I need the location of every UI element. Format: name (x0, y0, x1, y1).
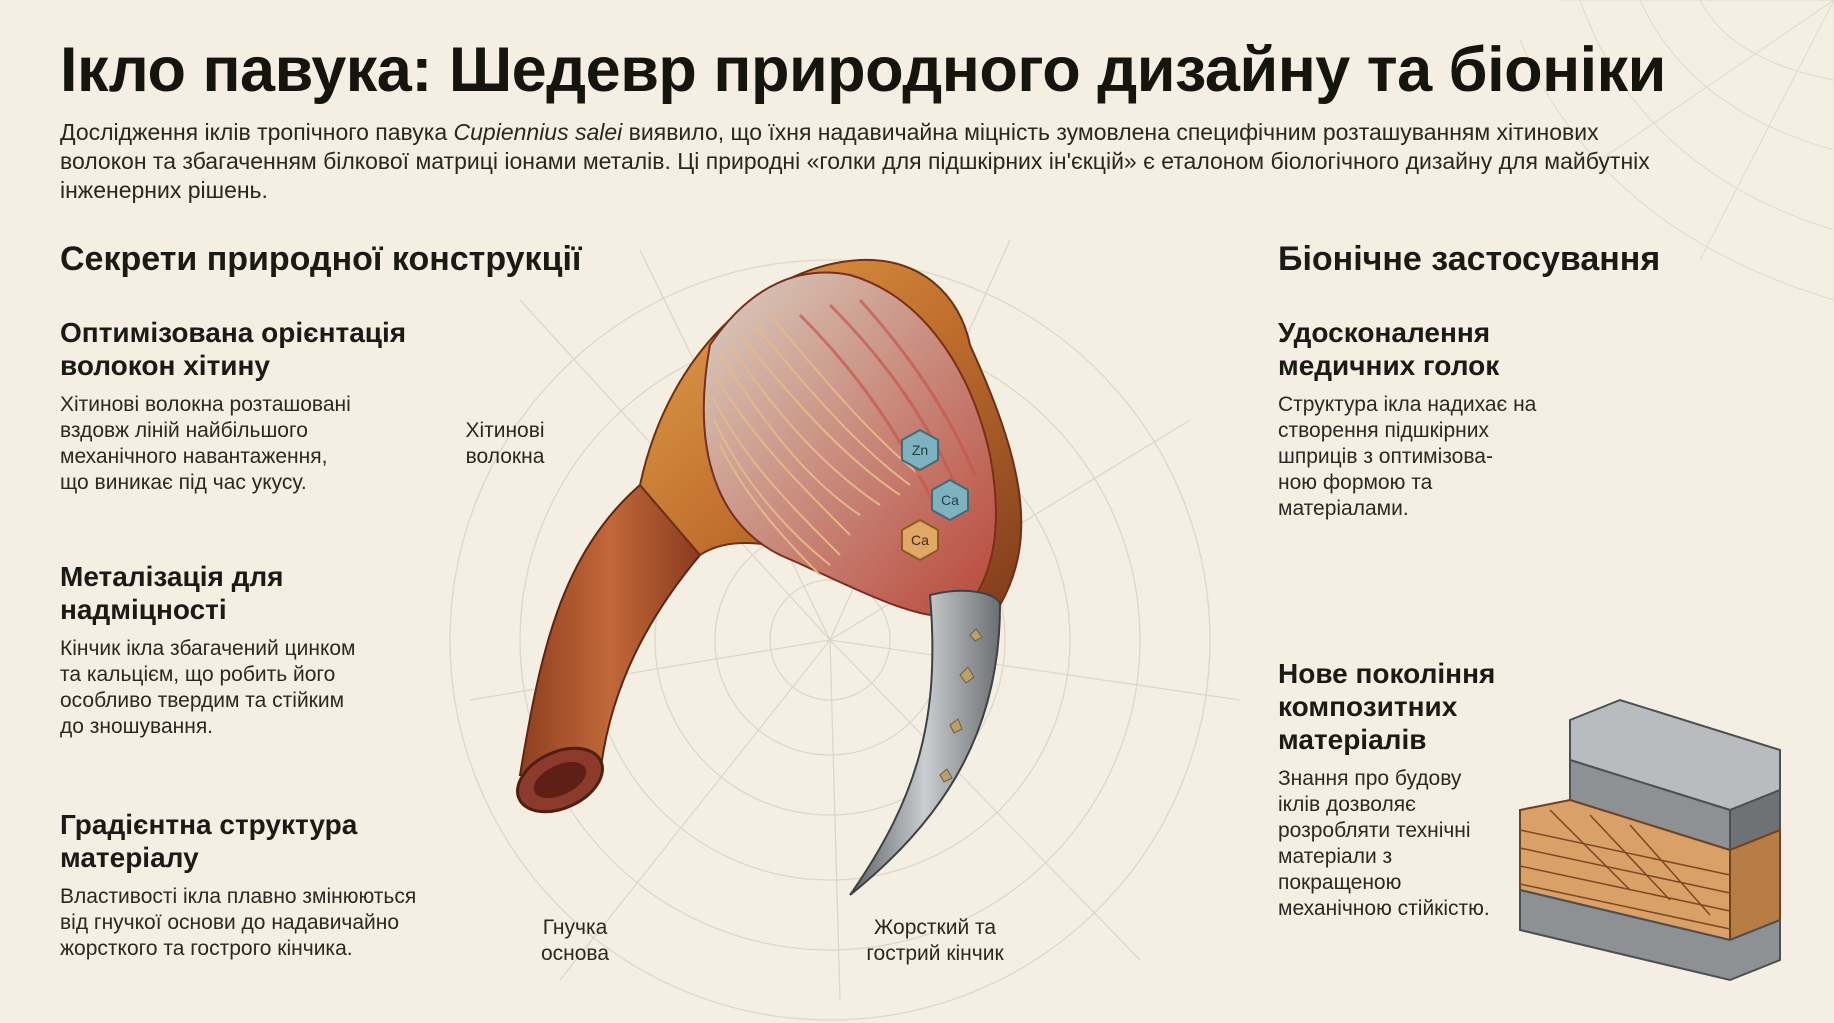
ion-badge-ca: Ca (931, 478, 969, 522)
text-line: Структура ікла надихає на (1278, 393, 1537, 416)
spider-fang-illustration: Zn Ca Ca (516, 258, 1023, 896)
label-line: Гнучка (542, 916, 608, 939)
application-composite-materials: Нове покоління композитних матеріалів Зн… (1278, 657, 1538, 922)
intro-paragraph: Дослідження іклів тропічного павука Cupi… (60, 118, 1680, 205)
svg-text:Ca: Ca (911, 532, 929, 548)
feature-gradient-structure: Градієнтна структура матеріалу Властивос… (60, 808, 480, 962)
feature-metallization: Металізація для надміцності Кінчик ікла … (60, 560, 460, 740)
heading-line: Металізація для (60, 561, 284, 592)
intro-species-name: Cupiennius salei (453, 119, 623, 145)
text-line: Знання про будову (1278, 767, 1462, 790)
label-line: Жорсткий та (873, 916, 997, 939)
svg-text:Zn: Zn (912, 442, 928, 458)
intro-text-part1: Дослідження іклів тропічного павука (60, 119, 454, 145)
text-line: Кінчик ікла збагачений цинком (60, 637, 356, 660)
label-line: гострий кінчик (866, 942, 1004, 965)
ion-badge-ca: Ca (901, 518, 939, 562)
heading-line: волокон хітину (60, 350, 270, 381)
heading-line: медичних голок (1278, 350, 1500, 381)
fang-tip (849, 589, 1002, 896)
text-line: створення підшкірних (1278, 419, 1489, 442)
heading-line: матеріалів (1278, 724, 1427, 755)
heading-line: надміцності (60, 594, 227, 625)
label-line: волокна (465, 445, 545, 468)
composite-block-icon (1519, 698, 1781, 982)
application-text: Знання про будову іклів дозволяє розробл… (1278, 766, 1538, 922)
text-line: від гнучкої основи до надавичайно (60, 911, 400, 934)
application-heading: Удосконалення медичних голок (1278, 316, 1598, 382)
heading-line: Удосконалення (1278, 317, 1491, 348)
feature-text: Властивості ікла плавно змінюються від г… (60, 884, 480, 962)
label-line: основа (540, 942, 610, 965)
label-chitin-fibers: Хітинові волокна (455, 418, 555, 470)
text-line: та кальцієм, що робить його (60, 663, 336, 686)
application-text: Структура ікла надихає на створення підш… (1278, 392, 1598, 522)
ion-badge-zn: Zn (901, 428, 939, 472)
text-line: до зношування. (60, 715, 214, 738)
feature-text: Кінчик ікла збагачений цинком та кальціє… (60, 636, 460, 740)
heading-line: Оптимізована орієнтація (60, 317, 407, 348)
label-hard-tip: Жорсткий та гострий кінчик (845, 915, 1025, 967)
feature-text: Хітинові волокна розташовані вздовж ліні… (60, 392, 460, 496)
text-line: ною формою та (1278, 471, 1433, 494)
label-flexible-base: Гнучка основа (520, 915, 630, 967)
text-line: іклів дозволяє (1278, 793, 1416, 816)
text-line: матеріалами. (1278, 497, 1409, 520)
text-line: вздовж ліній найбільшого (60, 419, 308, 442)
feature-heading: Градієнтна структура матеріалу (60, 808, 480, 874)
text-line: розробляти технічні (1278, 819, 1471, 842)
text-line: жорсткого та гострого кінчика. (60, 937, 353, 960)
label-line: Хітинові (465, 419, 545, 442)
text-line: Властивості ікла плавно змінюються (60, 885, 417, 908)
feature-heading: Металізація для надміцності (60, 560, 460, 626)
heading-line: Градієнтна структура (60, 809, 358, 840)
text-line: матеріали з (1278, 845, 1393, 868)
svg-text:Ca: Ca (941, 492, 959, 508)
text-line: що виникає під час укусу. (60, 471, 307, 494)
left-section-title: Секрети природної конструкції (60, 240, 582, 278)
text-line: покращеною (1278, 871, 1402, 894)
text-line: шприців з оптимізова- (1278, 445, 1493, 468)
chitin-fibers (711, 314, 921, 576)
text-line: механічною стійкістю. (1278, 897, 1490, 920)
mineral-crystals (939, 628, 983, 783)
feature-heading: Оптимізована орієнтація волокон хітину (60, 316, 460, 382)
heading-line: композитних (1278, 691, 1458, 722)
application-heading: Нове покоління композитних матеріалів (1278, 657, 1538, 756)
right-section-title: Біонічне застосування (1278, 240, 1661, 278)
heading-line: матеріалу (60, 842, 199, 873)
intro-text-part2: виявило, що їхня надавичайна міцність зу… (60, 119, 1650, 203)
heading-line: Нове покоління (1278, 658, 1496, 689)
feature-fiber-orientation: Оптимізована орієнтація волокон хітину Х… (60, 316, 460, 496)
fang-base (518, 483, 702, 776)
text-line: механічного навантаження, (60, 445, 328, 468)
text-line: Хітинові волокна розташовані (60, 393, 351, 416)
text-line: особливо твердим та стійким (60, 689, 345, 712)
page-title: Ікло павука: Шедевр природного дизайну т… (60, 35, 1666, 105)
application-medical-needles: Удосконалення медичних голок Структура і… (1278, 316, 1598, 522)
